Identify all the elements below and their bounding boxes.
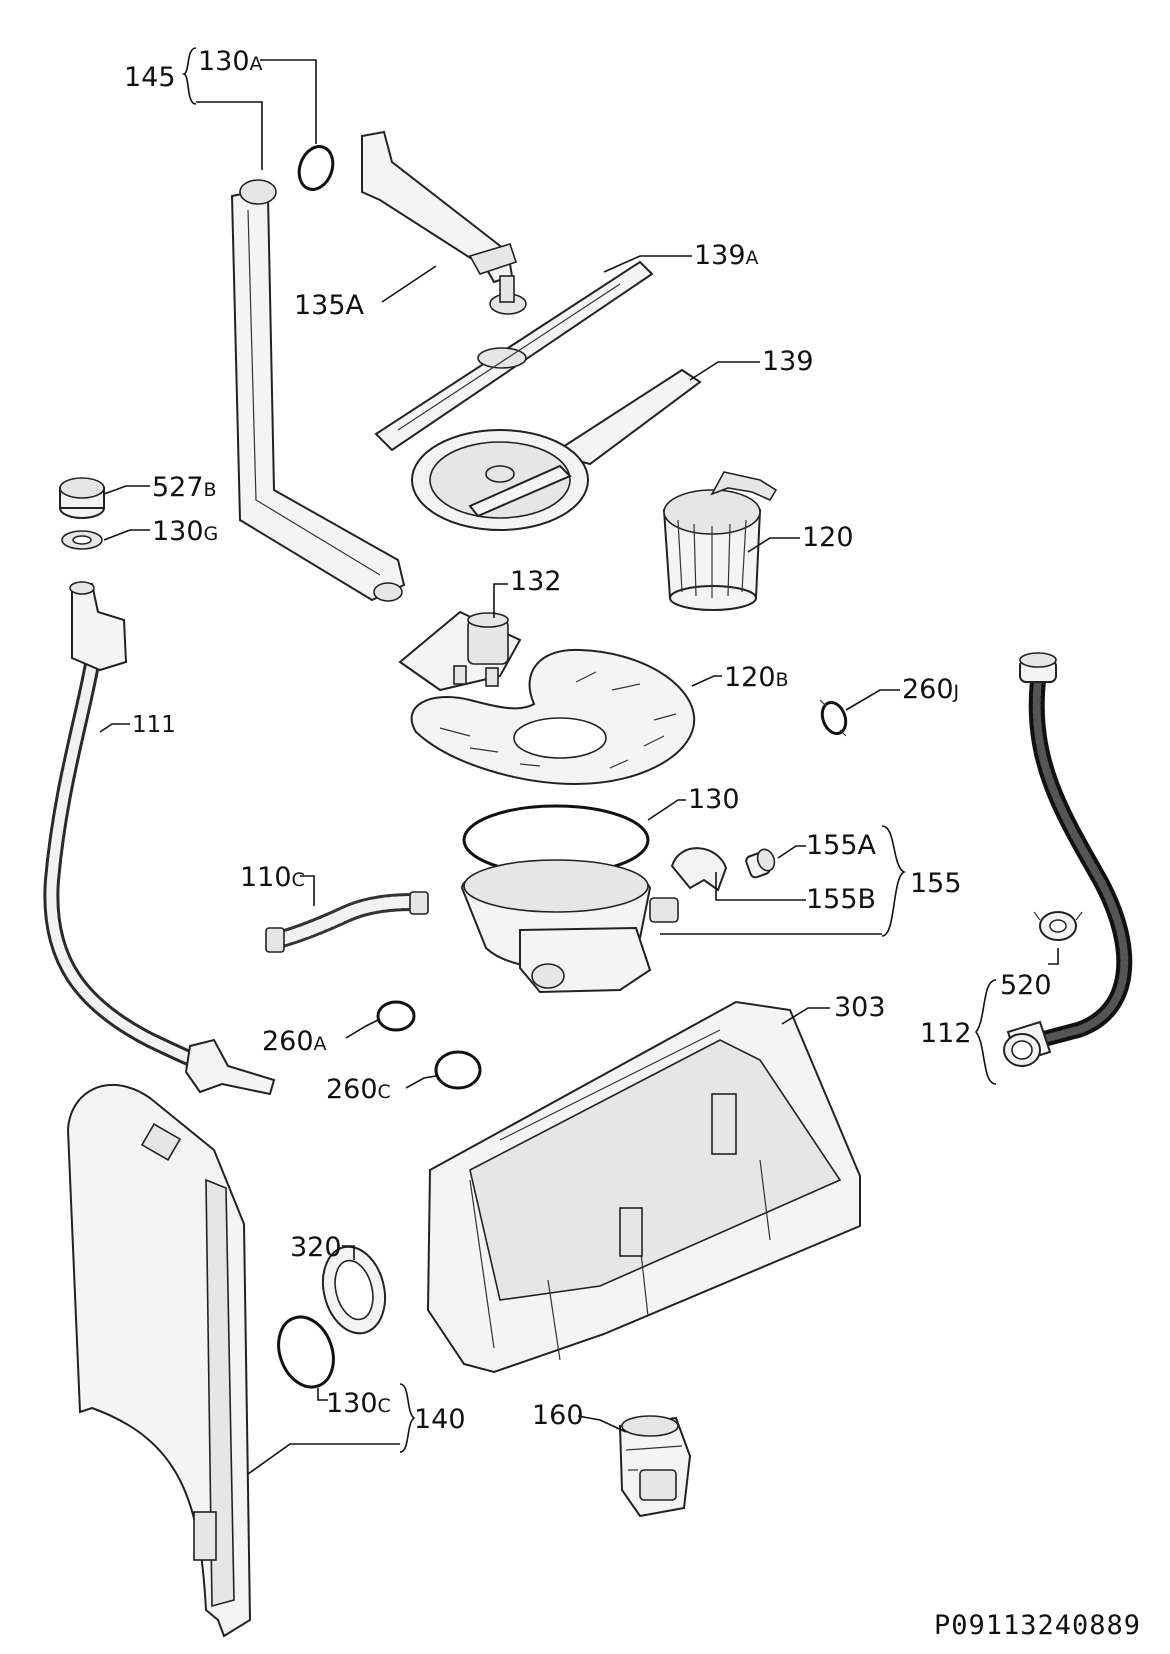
sump-small-parts	[670, 847, 776, 892]
sensor-assembly-part	[398, 610, 522, 692]
label-111: 111	[132, 712, 176, 738]
base-frame-part	[426, 1000, 861, 1374]
filter-part	[662, 471, 778, 611]
lower-spray-arm-part	[411, 368, 702, 531]
label-140: 140	[414, 1404, 466, 1435]
label-155: 155	[910, 868, 962, 899]
drawing-reference: P09113240889	[934, 1610, 1141, 1641]
label-132: 132	[510, 566, 562, 597]
leader-lines	[99, 47, 1059, 1475]
label-112: 112	[920, 1018, 972, 1049]
clamp-260a-part	[376, 1000, 416, 1032]
label-320: 320	[290, 1232, 342, 1263]
label-145: 145	[124, 62, 176, 93]
seal-320-part	[322, 1245, 386, 1335]
label-260j: 260J	[902, 674, 959, 705]
cap-and-washer-part	[59, 477, 105, 550]
drain-hose-part	[1003, 652, 1133, 1067]
label-110c: 110C	[240, 862, 305, 893]
filter-plate-part	[410, 648, 696, 786]
label-120b: 120B	[724, 662, 789, 693]
clamp-260c-part	[434, 1050, 482, 1090]
label-130: 130	[688, 784, 740, 815]
fitting-520-part	[1033, 911, 1083, 941]
label-520: 520	[1000, 970, 1052, 1001]
label-260c: 260C	[326, 1074, 391, 1105]
label-130c: 130C	[326, 1388, 391, 1419]
label-527b: 527B	[152, 472, 217, 503]
label-155a: 155A	[806, 830, 877, 861]
label-303: 303	[834, 992, 886, 1023]
sump-assembly-part	[460, 804, 679, 994]
feed-pipe-part	[230, 179, 406, 602]
label-160: 160	[532, 1400, 584, 1431]
o-ring-130a-part	[297, 145, 335, 191]
side-panel-part	[66, 1083, 252, 1638]
label-130g: 130G	[152, 516, 218, 547]
label-155b: 155B	[806, 884, 876, 915]
ring-130c-part	[277, 1315, 335, 1389]
label-260a: 260A	[262, 1026, 327, 1057]
connecting-hose-part	[265, 891, 429, 953]
label-120: 120	[802, 522, 854, 553]
label-139a: 139A	[694, 240, 759, 271]
clamp-260j-part	[819, 699, 848, 737]
label-139: 139	[762, 346, 814, 377]
spray-arm-support-part	[361, 130, 527, 315]
inlet-hose-part	[43, 581, 276, 1096]
label-135a: 135A	[294, 290, 365, 321]
drain-pump-part	[618, 1415, 692, 1518]
label-130a: 130A	[198, 46, 263, 77]
upper-spray-arm-part	[374, 260, 654, 452]
